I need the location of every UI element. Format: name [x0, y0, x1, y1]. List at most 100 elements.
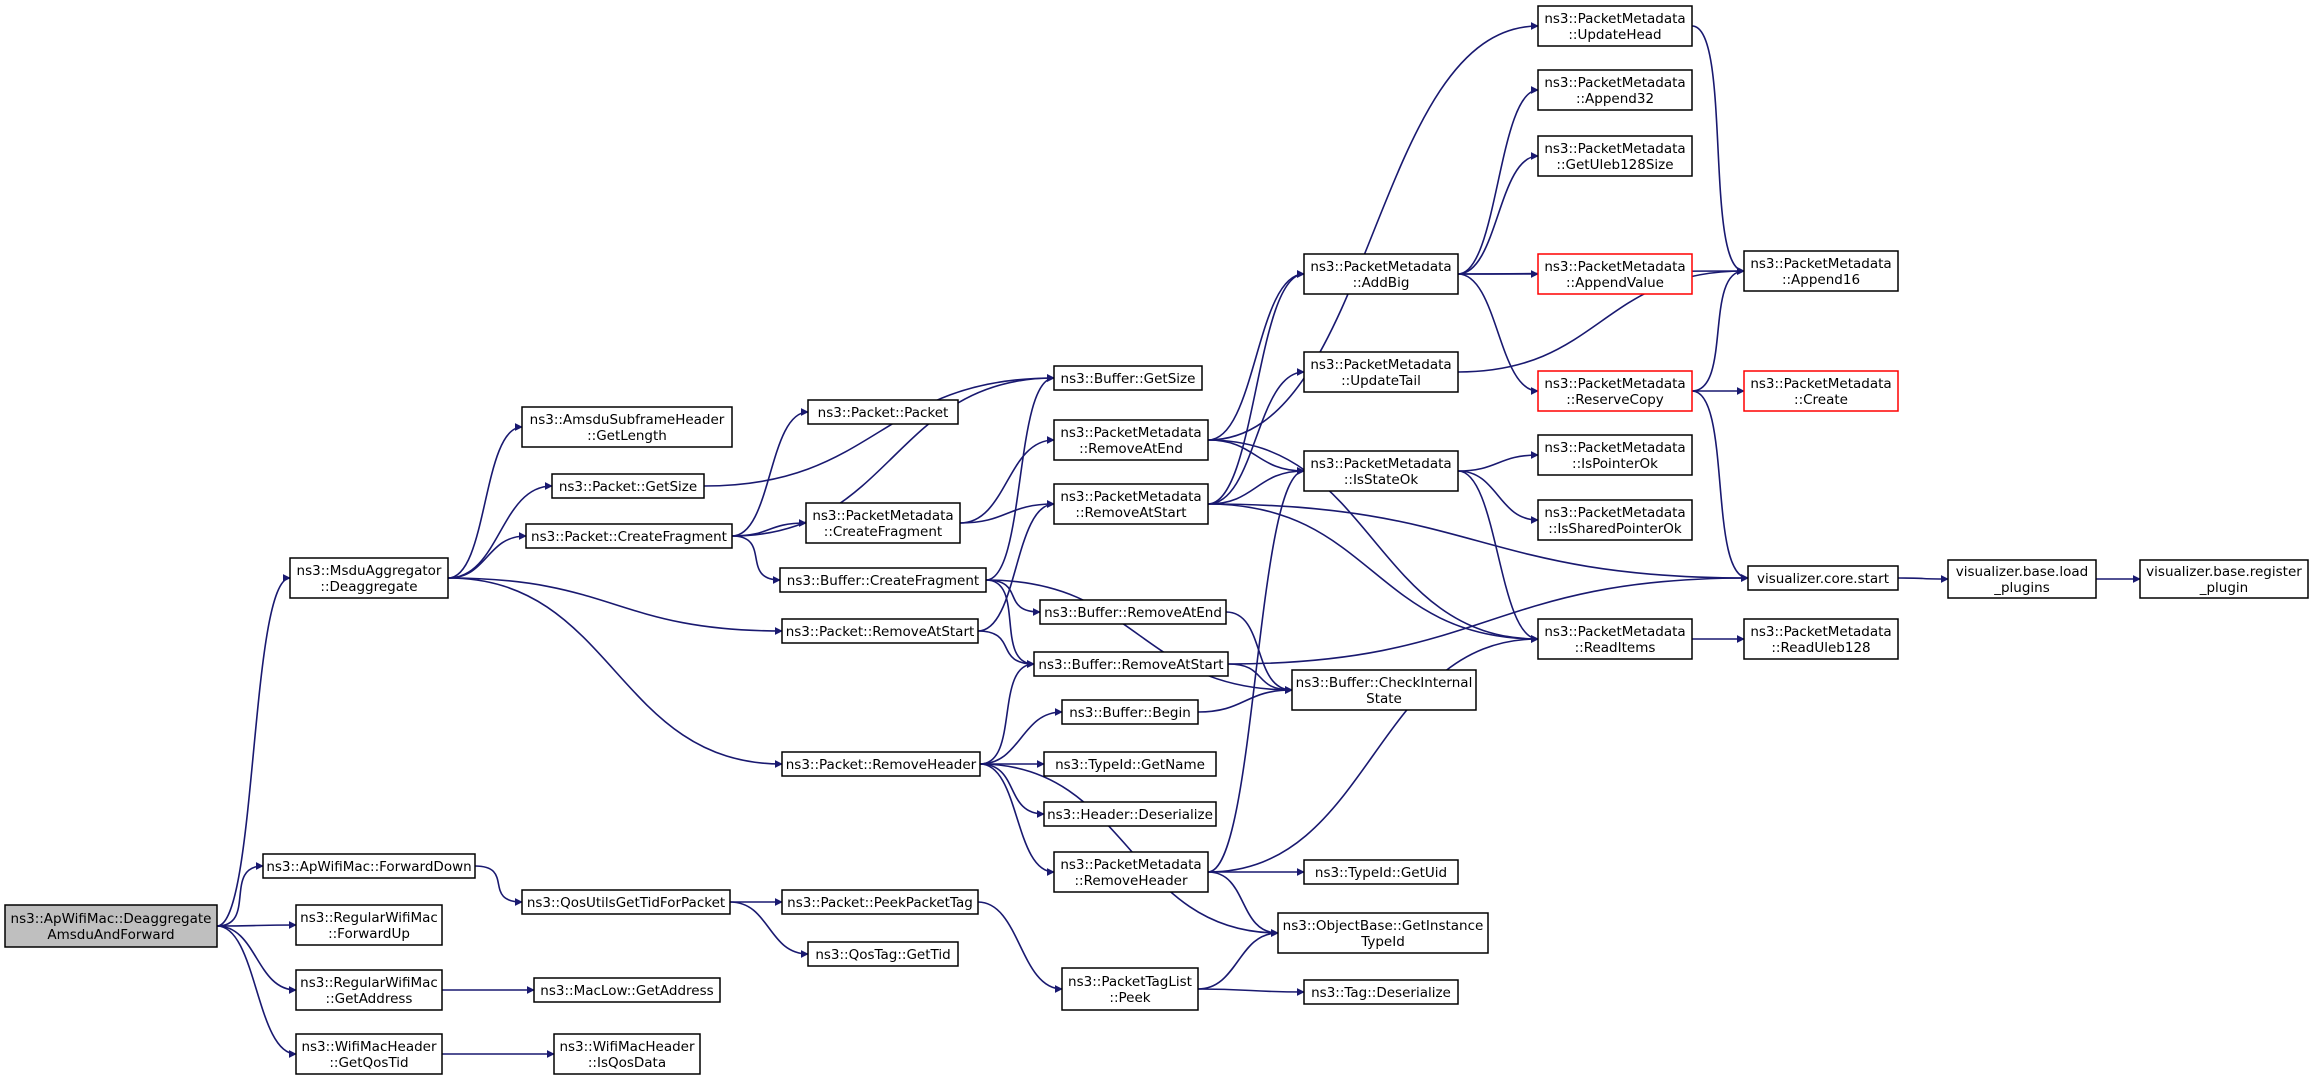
node-pm-appendvalue[interactable]: ns3::PacketMetadata::AppendValue	[1537, 253, 1693, 295]
node-vis-register[interactable]: visualizer.base.register_plugin	[2139, 559, 2309, 599]
node-root[interactable]: ns3::ApWifiMac::DeaggregateAmsduAndForwa…	[4, 904, 218, 948]
node-label: ns3::WifiMacHeader	[559, 1039, 695, 1055]
node-qostag-gettid[interactable]: ns3::QosTag::GetTid	[807, 941, 959, 967]
edge-buf-begin-to-buf-checkinternal	[1197, 686, 1293, 713]
node-box	[1303, 450, 1459, 492]
node-wmh-isqosdata[interactable]: ns3::WifiMacHeader::IsQosData	[553, 1033, 701, 1075]
edge-pkt-removeheader-to-header-deser	[979, 763, 1045, 818]
node-pkt-getsize[interactable]: ns3::Packet::GetSize	[551, 473, 705, 499]
node-msdu-deagg[interactable]: ns3::MsduAggregator::Deaggregate	[289, 557, 449, 599]
node-buf-begin[interactable]: ns3::Buffer::Begin	[1061, 699, 1199, 725]
node-header-deser[interactable]: ns3::Header::Deserialize	[1043, 801, 1217, 827]
edge-buf-removeatstart-to-vis-start	[1227, 574, 1749, 665]
node-box	[1537, 253, 1693, 295]
edge-buf-removeatstart-to-buf-checkinternal	[1227, 663, 1293, 694]
node-typeid-getuid[interactable]: ns3::TypeId::GetUid	[1303, 859, 1459, 885]
edge-pm-removeatstart-to-pm-addbig	[1207, 270, 1305, 505]
edge-path	[979, 660, 1035, 765]
node-tag-deser[interactable]: ns3::Tag::Deserialize	[1303, 979, 1459, 1005]
node-label: ns3::TypeId::GetUid	[1315, 865, 1447, 881]
node-amsdu-getlen[interactable]: ns3::AmsduSubframeHeader::GetLength	[521, 406, 733, 448]
node-box	[553, 1033, 701, 1075]
node-pkt-peektag[interactable]: ns3::Packet::PeekPacketTag	[781, 889, 979, 915]
node-qos-gettid[interactable]: ns3::QosUtilsGetTidForPacket	[521, 889, 731, 915]
node-box	[521, 406, 733, 448]
node-apwifi-fwddown[interactable]: ns3::ApWifiMac::ForwardDown	[262, 853, 476, 879]
node-pm-addbig[interactable]: ns3::PacketMetadata::AddBig	[1303, 253, 1459, 295]
edge-path	[1207, 503, 1539, 643]
node-pm-getuleb[interactable]: ns3::PacketMetadata::GetUleb128Size	[1537, 135, 1693, 177]
node-vis-load[interactable]: visualizer.base.load_plugins	[1947, 559, 2097, 599]
node-reg-fwdup[interactable]: ns3::RegularWifiMac::ForwardUp	[295, 904, 443, 946]
node-pkt-removeatstart[interactable]: ns3::Packet::RemoveAtStart	[781, 618, 979, 644]
node-label: ns3::Tag::Deserialize	[1311, 985, 1451, 1001]
node-pm-removeatend[interactable]: ns3::PacketMetadata::RemoveAtEnd	[1053, 419, 1209, 461]
node-label: ns3::Header::Deserialize	[1047, 807, 1213, 823]
node-buf-getsize[interactable]: ns3::Buffer::GetSize	[1053, 365, 1203, 391]
edge-path	[1457, 451, 1539, 472]
node-vis-start[interactable]: visualizer.core.start	[1747, 565, 1899, 591]
node-label: ::Deaggregate	[320, 579, 417, 595]
node-label: ::RemoveAtEnd	[1079, 441, 1183, 457]
node-wmh-getqostid[interactable]: ns3::WifiMacHeader::GetQosTid	[295, 1033, 443, 1075]
node-pm-updatetail[interactable]: ns3::PacketMetadata::UpdateTail	[1303, 351, 1459, 393]
node-buf-removeatend[interactable]: ns3::Buffer::RemoveAtEnd	[1039, 599, 1227, 625]
node-pkt-createfrag[interactable]: ns3::Packet::CreateFragment	[525, 523, 733, 549]
node-pm-updatehead[interactable]: ns3::PacketMetadata::UpdateHead	[1537, 5, 1693, 47]
node-pm-append16[interactable]: ns3::PacketMetadata::Append16	[1743, 250, 1899, 292]
node-box	[1743, 250, 1899, 292]
edge-msdu-deagg-to-amsdu-getlen	[447, 423, 523, 579]
edge-pkt-createfrag-to-buf-createfrag	[731, 535, 781, 584]
node-reg-getaddr[interactable]: ns3::RegularWifiMac::GetAddress	[295, 969, 443, 1011]
edge-pm-addbig-to-pm-reservecopy	[1457, 273, 1539, 395]
node-box	[1947, 559, 2097, 599]
node-label: ns3::ObjectBase::GetInstance	[1283, 918, 1484, 934]
node-pm-createfrag[interactable]: ns3::PacketMetadata::CreateFragment	[805, 502, 961, 544]
edge-pm-addbig-to-pm-append32	[1457, 86, 1539, 275]
node-box	[533, 977, 721, 1003]
edge-path	[985, 374, 1055, 581]
edge-pm-removeheader-to-pm-isstateok	[1207, 467, 1305, 873]
node-buf-removeatstart[interactable]: ns3::Buffer::RemoveAtStart	[1033, 651, 1229, 677]
node-pm-removeatstart[interactable]: ns3::PacketMetadata::RemoveAtStart	[1053, 483, 1209, 525]
edge-path	[1691, 267, 1745, 392]
node-maclow-getaddr[interactable]: ns3::MacLow::GetAddress	[533, 977, 721, 1003]
edge-path	[216, 574, 291, 927]
edge-pm-removeatend-to-pm-readitems	[1207, 439, 1539, 643]
node-label: ns3::PacketMetadata	[1750, 376, 1891, 392]
edge-path	[1207, 439, 1305, 475]
node-box	[289, 557, 449, 599]
edge-path	[731, 519, 807, 537]
node-pm-readitems[interactable]: ns3::PacketMetadata::ReadItems	[1537, 618, 1693, 660]
node-box	[807, 941, 959, 967]
node-pm-reservecopy[interactable]: ns3::PacketMetadata::ReserveCopy	[1537, 370, 1693, 412]
node-box	[1033, 651, 1229, 677]
node-ptl-peek[interactable]: ns3::PacketTagList::Peek	[1061, 967, 1199, 1011]
edge-path	[985, 579, 1035, 668]
node-pm-create[interactable]: ns3::PacketMetadata::Create	[1743, 370, 1899, 412]
edge-path	[1207, 270, 1305, 441]
node-pm-isstateok[interactable]: ns3::PacketMetadata::IsStateOk	[1303, 450, 1459, 492]
node-pm-removeheader[interactable]: ns3::PacketMetadata::RemoveHeader	[1053, 851, 1209, 893]
node-pkt-packet[interactable]: ns3::Packet::Packet	[807, 399, 959, 425]
edge-path	[1207, 467, 1305, 505]
node-label: ::GetLength	[587, 428, 667, 444]
node-buf-createfrag[interactable]: ns3::Buffer::CreateFragment	[779, 567, 987, 593]
node-pm-readuleb[interactable]: ns3::PacketMetadata::ReadUleb128	[1743, 618, 1899, 660]
edge-path	[216, 925, 297, 994]
node-typeid-getname[interactable]: ns3::TypeId::GetName	[1043, 751, 1217, 777]
node-box	[1061, 967, 1199, 1011]
node-label: ns3::QosTag::GetTid	[815, 947, 950, 963]
node-label: ::ReserveCopy	[1566, 392, 1664, 408]
node-label: ns3::RegularWifiMac	[300, 910, 438, 926]
node-pm-issharedok[interactable]: ns3::PacketMetadata::IsSharedPointerOk	[1537, 499, 1693, 541]
node-label: ns3::RegularWifiMac	[300, 975, 438, 991]
node-pm-append32[interactable]: ns3::PacketMetadata::Append32	[1537, 69, 1693, 111]
node-pkt-removeheader[interactable]: ns3::Packet::RemoveHeader	[781, 751, 981, 777]
node-pm-ispointerok[interactable]: ns3::PacketMetadata::IsPointerOk	[1537, 434, 1693, 476]
node-label: ns3::PacketMetadata	[1750, 624, 1891, 640]
edge-pm-addbig-to-pm-getuleb	[1457, 152, 1539, 275]
edge-path	[1897, 574, 1949, 583]
